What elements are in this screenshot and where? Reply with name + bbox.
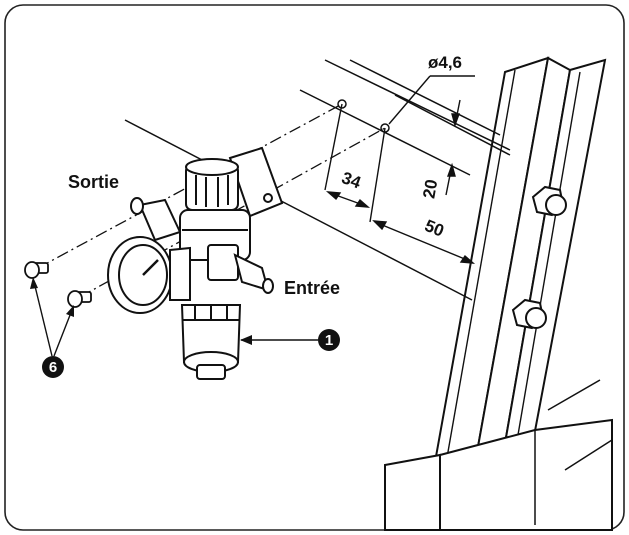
screw-upper bbox=[24, 261, 49, 279]
arrowhead-regulator bbox=[240, 335, 252, 345]
arrowhead-screw-lower bbox=[66, 305, 74, 317]
hole-diameter-label: ø4,6 bbox=[428, 53, 462, 72]
filter-regulator bbox=[107, 146, 284, 380]
beam-bolt-lower bbox=[511, 298, 547, 330]
arrowhead-screw-upper bbox=[30, 277, 38, 289]
callout-regulator-number: 1 bbox=[325, 332, 333, 349]
dimension-lines bbox=[324, 99, 476, 264]
reference-lines bbox=[124, 59, 511, 301]
callout-leaders bbox=[33, 281, 318, 357]
screw-lower bbox=[67, 290, 92, 308]
outlet-label: Sortie bbox=[68, 172, 119, 192]
beam-bolt-upper bbox=[531, 185, 567, 217]
callout-screws: 6 bbox=[42, 356, 64, 378]
diameter-leader bbox=[388, 75, 475, 125]
machine-frame bbox=[384, 56, 613, 531]
callout-screws-number: 6 bbox=[49, 359, 57, 376]
alignment-lines bbox=[37, 103, 386, 298]
inlet-label: Entrée bbox=[284, 278, 340, 298]
dim-20-label: 20 bbox=[419, 178, 441, 200]
callout-regulator: 1 bbox=[318, 329, 340, 351]
